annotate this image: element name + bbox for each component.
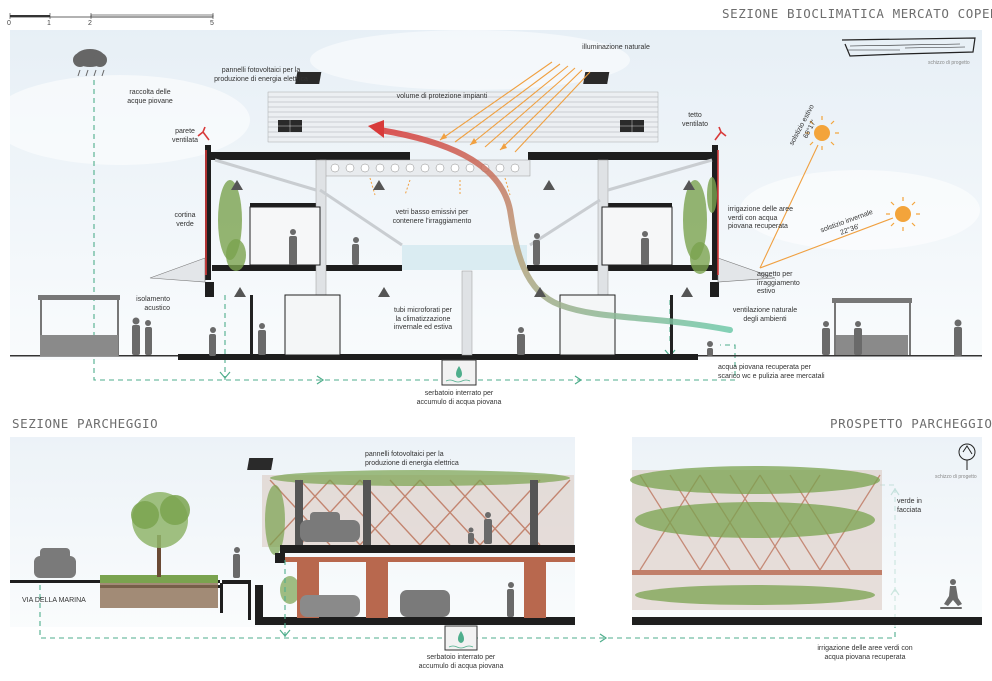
ceiling-lamps [231, 180, 695, 297]
ceiling-beam [319, 159, 531, 177]
water-tank-icon [441, 359, 477, 386]
label-ventilazione: ventilazione naturale degli ambienti [732, 307, 798, 323]
label-parete: parete ventilata [171, 128, 199, 144]
people-silhouettes [233, 512, 514, 617]
scale-label-2: 2 [88, 20, 92, 27]
solar-panel-grid [278, 120, 644, 132]
label-serbatoio-top: serbatoio interrato per accumulo di acqu… [416, 390, 502, 406]
label-serbatoio-bottom: serbatoio interrato per accumulo di acqu… [418, 654, 504, 670]
sun-rays-lighting [439, 61, 591, 153]
solar-panel-icon [247, 458, 274, 470]
label-isolamento: isolamento acustico [136, 296, 170, 312]
label-tubi: tubi microforati per la climatizzazione … [393, 307, 453, 331]
scale-bar [9, 13, 214, 19]
label-acqua-recuperata: acqua piovana recuperata per scarico wc … [718, 364, 825, 380]
sketch-caption-bottom: schizzo di progetto [935, 474, 977, 480]
sun-icon [805, 116, 920, 231]
upper-rooms [249, 206, 673, 356]
heat-arrows [369, 177, 511, 196]
solstice-lines [759, 144, 894, 269]
water-tank-icon [444, 625, 478, 651]
car-icon [34, 512, 450, 617]
title-bottom-left: SEZIONE PARCHEGGIO [12, 416, 159, 431]
title-top: SEZIONE BIOCLIMATICA MERCATO COPERTO [722, 6, 992, 21]
glass-atrium [402, 245, 527, 270]
skater-silhouette [940, 579, 962, 609]
label-tetto: tetto ventilato [681, 112, 709, 128]
title-bottom-right: PROSPETTO PARCHEGGIO [830, 416, 992, 431]
label-aggetto: aggetto per irraggiamento estivo [757, 271, 800, 295]
roof-protection-volume [267, 91, 659, 143]
label-pannelli-top: pannelli fotovoltaici per la produzione … [214, 67, 308, 83]
sketch-caption-top: schizzo di progetto [928, 60, 970, 66]
parking-elevation-facade [630, 466, 882, 610]
label-verde-facciata: verde in facciata [897, 498, 922, 514]
sun-ray-arrows [440, 133, 507, 150]
scale-label-5: 5 [210, 20, 214, 27]
top-section-background [0, 30, 982, 360]
label-cortina: cortina verde [174, 212, 196, 228]
label-irrigazione-top: irrigazione delle aree verdi con acqua p… [728, 206, 793, 230]
people-silhouettes [132, 229, 962, 356]
rain-cloud-icon [73, 49, 107, 77]
ground-slab-elevation [632, 617, 982, 625]
sketch-top [841, 37, 976, 57]
planter [100, 575, 218, 608]
label-volume: volume di protezione impianti [396, 93, 488, 100]
scale-label-0: 0 [7, 20, 11, 27]
tree-icon [131, 492, 190, 577]
label-vetri: vetri basso emissivi per contenere l'irr… [392, 209, 472, 225]
ground-slab-top [178, 354, 698, 360]
sketch-bottom [958, 443, 976, 470]
label-raccolta: raccolta delle acque piovane [127, 89, 173, 105]
air-flow-arrow [368, 120, 733, 333]
label-via: VIA DELLA MARINA [22, 597, 86, 604]
label-pannelli-bottom: pannelli fotovoltaici per la produzione … [365, 451, 459, 467]
scale-label-1: 1 [47, 20, 51, 27]
label-irrigazione-bottom: irrigazione delle aree verdi con acqua p… [817, 645, 913, 661]
trusses [214, 158, 713, 247]
label-illuminazione: illuminazione naturale [582, 44, 650, 51]
green-curtain [218, 177, 717, 274]
market-building-structure [205, 145, 719, 297]
ventilated-facade [197, 126, 727, 275]
